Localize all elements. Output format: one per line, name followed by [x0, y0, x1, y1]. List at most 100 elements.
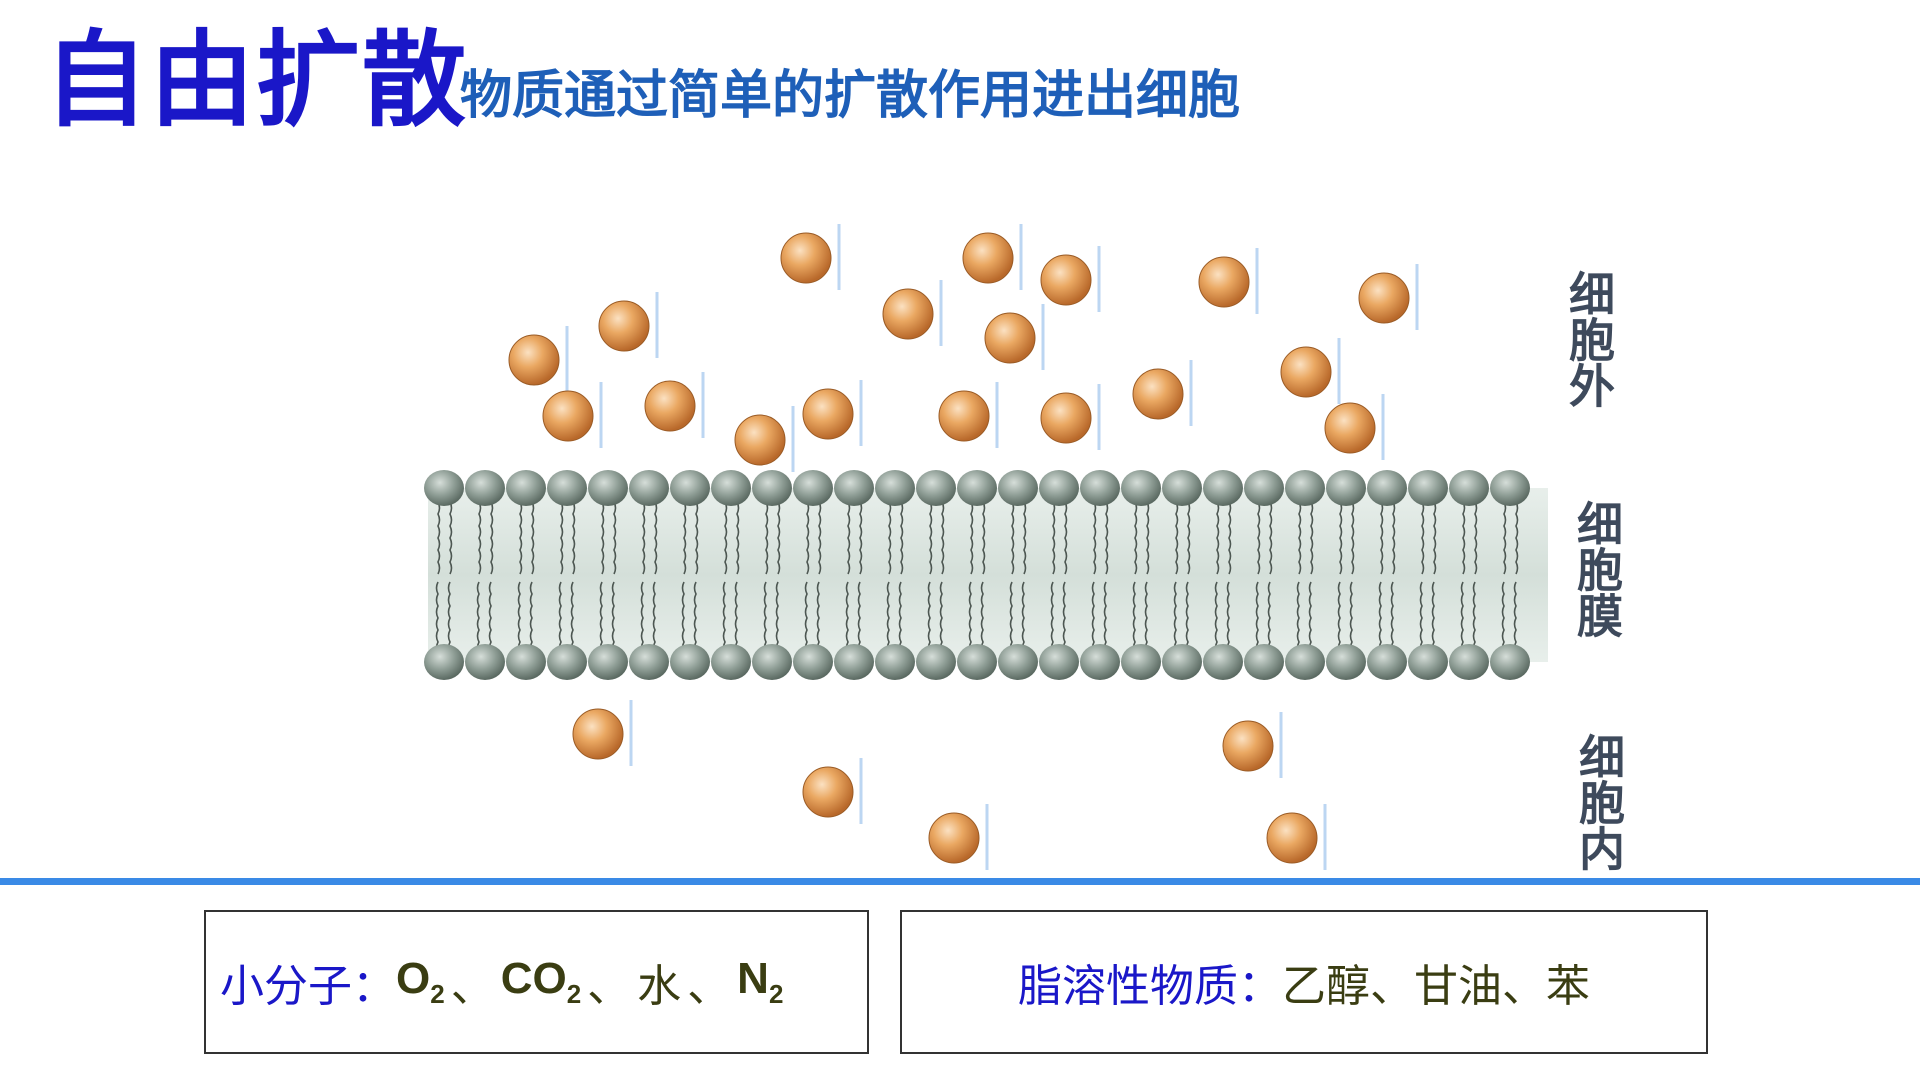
- lipid-tail: [724, 501, 728, 575]
- lipid-head: [465, 470, 505, 506]
- lipid-tail: [1349, 581, 1353, 655]
- lipid-tail: [654, 501, 658, 575]
- molecule: [882, 280, 943, 346]
- lipid-tail: [437, 501, 441, 575]
- lipid-tail: [1187, 501, 1191, 575]
- lipid-head: [1490, 644, 1530, 680]
- page-subtitle: 物质通过简单的扩散作用进出细胞: [460, 66, 1241, 126]
- lipid-tail: [1185, 581, 1189, 655]
- lipid-head: [916, 470, 956, 506]
- lipid-tail: [1462, 501, 1466, 575]
- lipid-soluble-values: 乙醇、甘油、苯: [1282, 961, 1590, 1012]
- lipid-tail: [1023, 501, 1027, 575]
- molecules: [508, 224, 1419, 870]
- lipid-tail: [898, 581, 902, 655]
- lipid-tail: [1175, 501, 1179, 575]
- lipid-tail: [640, 581, 644, 655]
- lipid-tail: [1419, 581, 1423, 655]
- lipid-tail: [857, 581, 861, 655]
- molecule: [1040, 384, 1101, 450]
- lipid-head: [1162, 470, 1202, 506]
- lipid-tail: [1310, 501, 1314, 575]
- lipid-head: [875, 644, 915, 680]
- lipid-tail: [1501, 581, 1505, 655]
- lipid-head: [1449, 644, 1489, 680]
- lipid-head: [1162, 644, 1202, 680]
- lipid-head: [875, 470, 915, 506]
- lipid-tail: [695, 501, 699, 575]
- lipid-tail: [888, 501, 892, 575]
- lipid-tail: [968, 581, 972, 655]
- lipid-tail: [1009, 581, 1013, 655]
- oxygen-formula: O2: [396, 954, 445, 1009]
- lipid-tail: [1105, 501, 1109, 575]
- lipid-head: [998, 644, 1038, 680]
- lipid-head: [1408, 644, 1448, 680]
- lipid-tail: [1216, 501, 1220, 575]
- label-cell-outside: 细胞外: [1562, 270, 1616, 408]
- lipid-tail: [1146, 501, 1150, 575]
- lipid-tail: [1515, 501, 1519, 575]
- lipid-tail: [927, 581, 931, 655]
- lipid-tail: [488, 581, 492, 655]
- lipid-tail: [1503, 501, 1507, 575]
- lipid-tail: [529, 581, 533, 655]
- molecule: [802, 758, 863, 824]
- molecule: [508, 326, 569, 392]
- lipid-tail: [519, 501, 523, 575]
- lipid-tail: [1064, 501, 1068, 575]
- lipid-tail: [1431, 581, 1435, 655]
- lipid-head: [1244, 470, 1284, 506]
- carbon-dioxide-formula: CO2: [500, 954, 582, 1009]
- molecule: [984, 304, 1045, 370]
- molecule: [572, 700, 633, 766]
- lipid-tail: [1433, 501, 1437, 575]
- lipid-head: [711, 470, 751, 506]
- lipid-tail: [517, 581, 521, 655]
- page-title: 自由扩散: [44, 19, 469, 141]
- lipid-head: [1367, 470, 1407, 506]
- molecule: [802, 380, 863, 446]
- lipid-tail: [1214, 581, 1218, 655]
- lipid-tail: [1228, 501, 1232, 575]
- lipid-head: [1039, 644, 1079, 680]
- lipid-tail: [941, 501, 945, 575]
- lipid-head: [793, 470, 833, 506]
- lipid-tail: [982, 501, 986, 575]
- lipid-tail: [1421, 501, 1425, 575]
- lipid-tail: [970, 501, 974, 575]
- lipid-tail: [693, 581, 697, 655]
- lipid-tail: [1052, 501, 1056, 575]
- lipid-tail: [652, 581, 656, 655]
- lipid-tail: [818, 501, 822, 575]
- lipid-tail: [734, 581, 738, 655]
- molecule: [962, 224, 1023, 290]
- lipid-head: [1203, 644, 1243, 680]
- lipid-head: [1408, 470, 1448, 506]
- lipid-tail: [1021, 581, 1025, 655]
- lipid-head: [711, 644, 751, 680]
- molecule: [1040, 246, 1101, 312]
- lipid-tail: [722, 581, 726, 655]
- lipid-head: [1080, 470, 1120, 506]
- lipid-soluble-box: 脂溶性物质： 乙醇、甘油、苯: [900, 910, 1708, 1054]
- lipid-head: [506, 470, 546, 506]
- lipid-tail: [1513, 581, 1517, 655]
- lipid-tail: [1269, 501, 1273, 575]
- molecule: [1358, 264, 1419, 330]
- lipid-tail: [642, 501, 646, 575]
- small-molecules-key: 小分子：: [220, 961, 396, 1012]
- lipid-tail: [1380, 501, 1384, 575]
- lipid-head: [588, 470, 628, 506]
- lipid-tail: [804, 581, 808, 655]
- lipid-head: [957, 644, 997, 680]
- lipid-tail: [736, 501, 740, 575]
- lipid-head: [1121, 644, 1161, 680]
- molecule: [1280, 338, 1341, 404]
- lipid-head: [1449, 470, 1489, 506]
- lipid-head: [506, 644, 546, 680]
- lipid-head: [1285, 644, 1325, 680]
- lipid-tail: [572, 501, 576, 575]
- lipid-head: [670, 644, 710, 680]
